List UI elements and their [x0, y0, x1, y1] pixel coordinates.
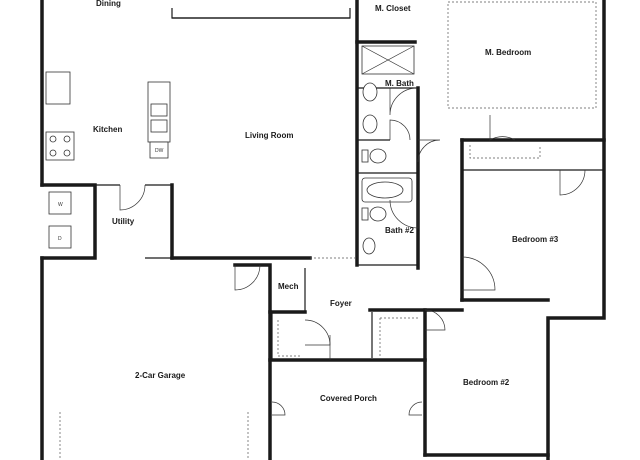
doors: [119, 87, 586, 416]
label-m-closet: M. Closet: [375, 4, 411, 13]
bath2-sink: [362, 237, 376, 255]
label-kitchen: Kitchen: [93, 125, 122, 134]
interior-walls: [95, 0, 606, 457]
label-utility: Utility: [112, 217, 135, 226]
sink-2: [362, 114, 378, 134]
label-garage: 2-Car Garage: [135, 371, 186, 380]
exterior-walls: [40, 0, 606, 460]
bed-outline: [447, 1, 597, 109]
sink-1: [362, 82, 378, 102]
fixture-labels: DW W D: [58, 148, 164, 242]
bath2-toilet: [369, 206, 387, 222]
dishwasher: [149, 141, 169, 159]
label-covered-porch: Covered Porch: [320, 394, 377, 403]
label-dining: Dining: [96, 0, 121, 8]
master-toilet: [369, 148, 387, 164]
label-mech: Mech: [278, 282, 299, 291]
label-m-bedroom: M. Bedroom: [485, 48, 531, 57]
washer: [48, 191, 72, 215]
room-labels: Dining M. Closet M. Bedroom M. Bath Kitc…: [93, 0, 559, 403]
dryer-label: D: [58, 236, 62, 242]
dishwasher-label: DW: [155, 148, 164, 154]
label-foyer: Foyer: [330, 299, 352, 308]
dryer: [48, 225, 72, 249]
kitchen-counter: [45, 71, 71, 105]
label-m-bath: M. Bath: [385, 79, 414, 88]
label-bath-2: Bath #2: [385, 226, 414, 235]
label-bedroom-2: Bedroom #2: [463, 378, 510, 387]
label-bedroom-3: Bedroom #3: [512, 235, 559, 244]
washer-label: W: [58, 202, 63, 208]
range: [45, 131, 75, 161]
label-living-room: Living Room: [245, 131, 293, 140]
fixtures: [45, 1, 597, 460]
